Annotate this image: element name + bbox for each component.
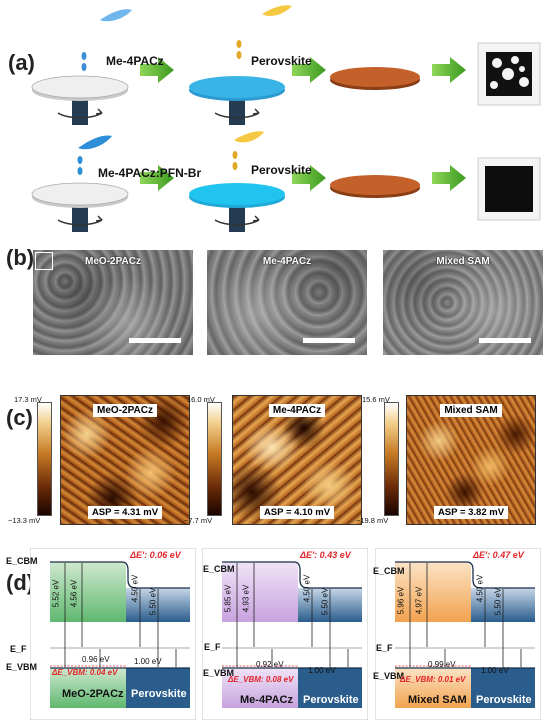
panel-b-label: (b) <box>6 245 35 270</box>
row2-reagent2: Perovskite <box>251 163 312 177</box>
scale-bar <box>303 338 355 343</box>
ecbm-gap-label: 4.56 eV <box>69 579 79 608</box>
pero-vb-region <box>126 668 190 708</box>
colorbar-3 <box>384 402 399 516</box>
arrows <box>64 563 177 667</box>
scale-bar <box>479 338 531 343</box>
sem-image-3: Mixed SAM <box>383 250 543 355</box>
colorbar-min: −7.7 mV <box>184 516 213 525</box>
band-diagram-2 <box>202 548 368 720</box>
colorbar-2 <box>207 402 222 516</box>
evbm-label: E_VBM <box>6 662 38 672</box>
colorbar-min: −19.8 mV <box>356 516 389 525</box>
delta-evbm-label: ΔE_VBM: 0.01 eV <box>400 675 466 684</box>
delta-e-label: ΔE': 0.43 eV <box>300 550 351 560</box>
delta-e-label: ΔE': 0.47 eV <box>473 550 524 560</box>
delta-e-label: ΔE': 0.06 eV <box>130 550 181 560</box>
ef-label: E_F <box>10 644 27 654</box>
colorbar-max: 16.0 mV <box>187 395 215 404</box>
pero-gap-label: 4.50 eV <box>475 574 485 603</box>
row2-step3-perovskite <box>330 175 420 198</box>
row2-step1-substrate <box>31 135 129 233</box>
sem-title: Me-4PACz <box>262 256 312 267</box>
row1-step3-perovskite <box>330 67 420 90</box>
colorbar-max: 15.6 mV <box>362 395 390 404</box>
total-gap-label: 5.85 eV <box>223 584 233 613</box>
ef-label: E_F <box>376 643 393 653</box>
pero-label: Perovskite <box>303 694 359 706</box>
ecbm-gap-label: 4.93 eV <box>241 584 251 613</box>
pero-ef-label: 1.00 eV <box>308 666 336 675</box>
pero-ef-label: 1.00 eV <box>481 666 509 675</box>
asp-value: ASP = 4.31 mV <box>87 506 163 519</box>
process-schematic <box>31 5 541 233</box>
ecbm-gap-label: 4.97 eV <box>414 586 424 615</box>
arrow-6 <box>432 165 466 191</box>
kpfm-map-1: MeO-2PACz ASP = 4.31 mV <box>60 395 190 525</box>
row2-step2-sam-coated <box>189 131 285 233</box>
row1-step1-substrate <box>31 9 132 126</box>
ef-gap-label: 0.92 eV <box>256 660 284 669</box>
row1-film-photo <box>477 42 541 106</box>
delta-evbm-label: ΔE_VBM: 0.08 eV <box>228 675 294 684</box>
sam-cb-region <box>50 562 126 622</box>
sem-image-2: Me-4PACz <box>207 250 367 355</box>
ecbm-label: E_CBM <box>6 556 38 566</box>
evbm-label: E_VBM <box>373 671 405 681</box>
scale-bar <box>129 338 181 343</box>
row1-reagent2: Perovskite <box>251 54 312 68</box>
pero-gap-label: 4.50 eV <box>130 574 140 603</box>
sam-label: Mixed SAM <box>408 694 467 706</box>
colorbar-min: −13.3 mV <box>8 516 41 525</box>
asp-value: ASP = 3.82 mV <box>433 506 509 519</box>
row1-step2-sam-coated <box>189 5 292 126</box>
pero-label: Perovskite <box>131 688 187 700</box>
panel-a-label: (a) <box>8 50 35 75</box>
pero-vb-label: 5.50 eV <box>148 587 158 616</box>
sam-label: MeO-2PACz <box>62 688 124 700</box>
kpfm-title: Mixed SAM <box>440 404 502 417</box>
row2-reagent1: Me-4PACz:PFN-Br <box>98 166 202 180</box>
kpfm-map-2: Me-4PACz ASP = 4.10 mV <box>232 395 362 525</box>
ecbm-label: E_CBM <box>203 564 235 574</box>
delta-evbm-label: ΔE_VBM: 0.04 eV <box>52 668 118 677</box>
pero-ef-label: 1.00 eV <box>134 657 162 666</box>
band-diagram-3 <box>375 548 541 720</box>
ecbm-label: E_CBM <box>373 566 405 576</box>
sam-vb-region <box>50 668 126 708</box>
colorbar-max: 17.3 mV <box>14 395 42 404</box>
sem-title: Mixed SAM <box>436 256 490 267</box>
kpfm-title: MeO-2PACz <box>93 404 157 417</box>
pero-gap-label: 4.50 eV <box>302 574 312 603</box>
sem-title: MeO-2PACz <box>85 256 141 267</box>
pero-label: Perovskite <box>476 694 532 706</box>
row2-film-photo <box>477 157 541 221</box>
evbm-label: E_VBM <box>203 668 235 678</box>
asp-value: ASP = 4.10 mV <box>259 506 335 519</box>
kpfm-title: Me-4PACz <box>268 404 326 417</box>
ecbm-line <box>50 561 190 589</box>
ef-label: E_F <box>204 642 221 652</box>
total-gap-label: 5.96 eV <box>396 586 406 615</box>
pero-vb-label: 5.50 eV <box>493 587 503 616</box>
pero-vb-label: 5.50 eV <box>320 587 330 616</box>
total-gap-label: 5.52 eV <box>51 579 61 608</box>
kpfm-map-3: Mixed SAM ASP = 3.82 mV <box>406 395 536 525</box>
colorbar-1 <box>37 402 52 516</box>
band-diagram-1 <box>30 548 196 720</box>
panel-c-label: (c) <box>6 405 33 430</box>
sem-image-1: MeO-2PACz <box>33 250 193 355</box>
row1-reagent1: Me-4PACz <box>106 54 164 68</box>
sam-label: Me-4PACz <box>240 694 293 706</box>
arrow-3 <box>432 57 466 83</box>
panel-d-label: (d) <box>6 570 35 595</box>
ef-gap-label: 0.96 eV <box>82 655 110 664</box>
ef-gap-label: 0.99 eV <box>428 660 456 669</box>
